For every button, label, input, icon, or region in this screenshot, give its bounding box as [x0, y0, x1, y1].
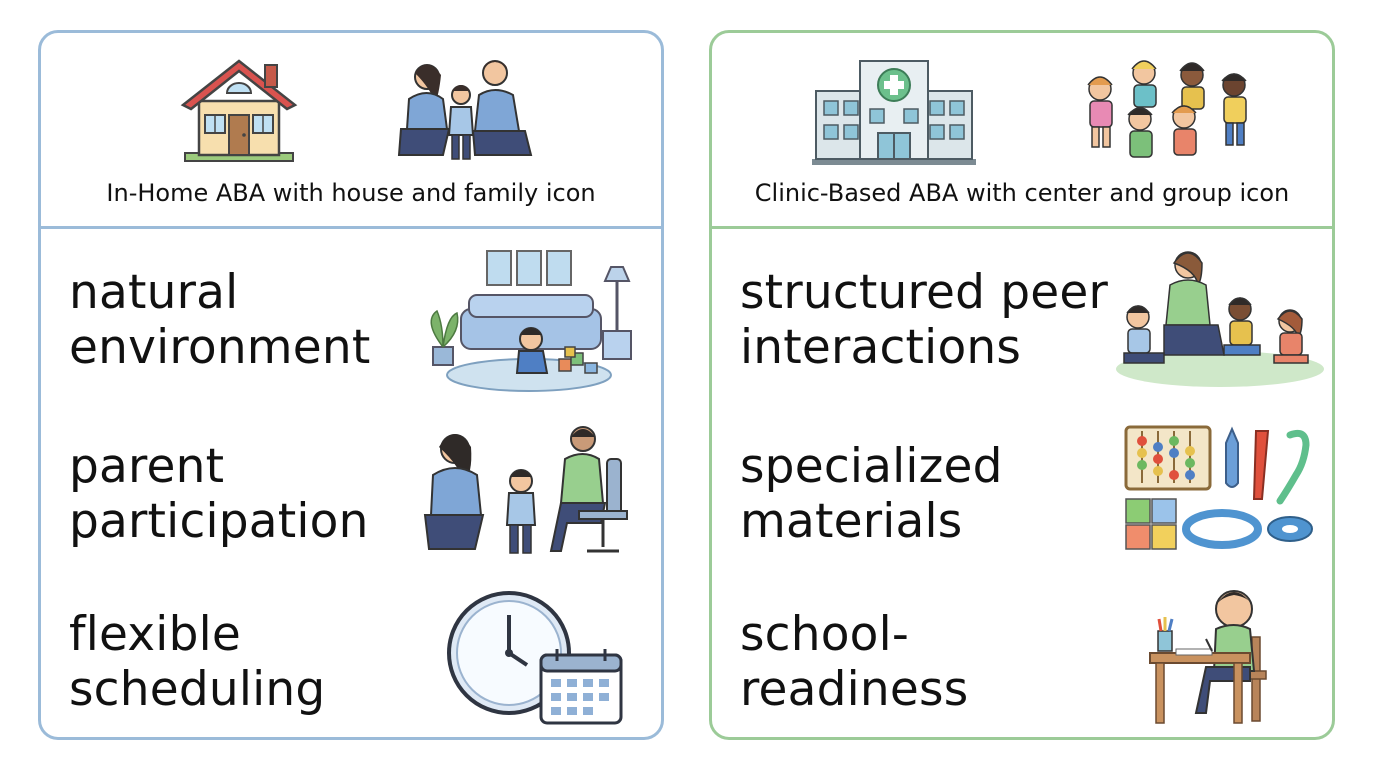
clock-calendar-icon	[447, 591, 623, 725]
item-school-readiness: school- readiness	[740, 607, 969, 717]
living-room-play-icon	[430, 250, 632, 392]
clinic-building-icon	[812, 60, 976, 165]
parent-therapist-child-icon	[423, 426, 628, 554]
clinic-divider	[712, 226, 1332, 229]
in-home-panel: In-Home ABA with house and family icon n…	[38, 30, 664, 740]
item-structured-peer-interactions: structured peer interactions	[740, 265, 1109, 375]
item-natural-environment: natural environment	[69, 265, 371, 375]
family-icon	[397, 60, 533, 160]
item-specialized-materials: specialized materials	[740, 439, 1003, 549]
in-home-divider	[41, 226, 661, 229]
clinic-caption: Clinic-Based ABA with center and group i…	[754, 179, 1290, 207]
clinic-header: Clinic-Based ABA with center and group i…	[712, 33, 1332, 227]
clinic-panel: Clinic-Based ABA with center and group i…	[709, 30, 1335, 740]
in-home-header: In-Home ABA with house and family icon	[41, 33, 661, 227]
children-group-icon	[1087, 60, 1247, 158]
peer-group-icon	[1116, 251, 1324, 387]
child-at-desk-icon	[1149, 590, 1267, 724]
item-flexible-scheduling: flexible scheduling	[69, 607, 326, 717]
item-parent-participation: parent participation	[69, 439, 369, 549]
learning-materials-icon	[1124, 425, 1313, 550]
house-icon	[180, 59, 298, 162]
in-home-caption: In-Home ABA with house and family icon	[106, 179, 596, 207]
